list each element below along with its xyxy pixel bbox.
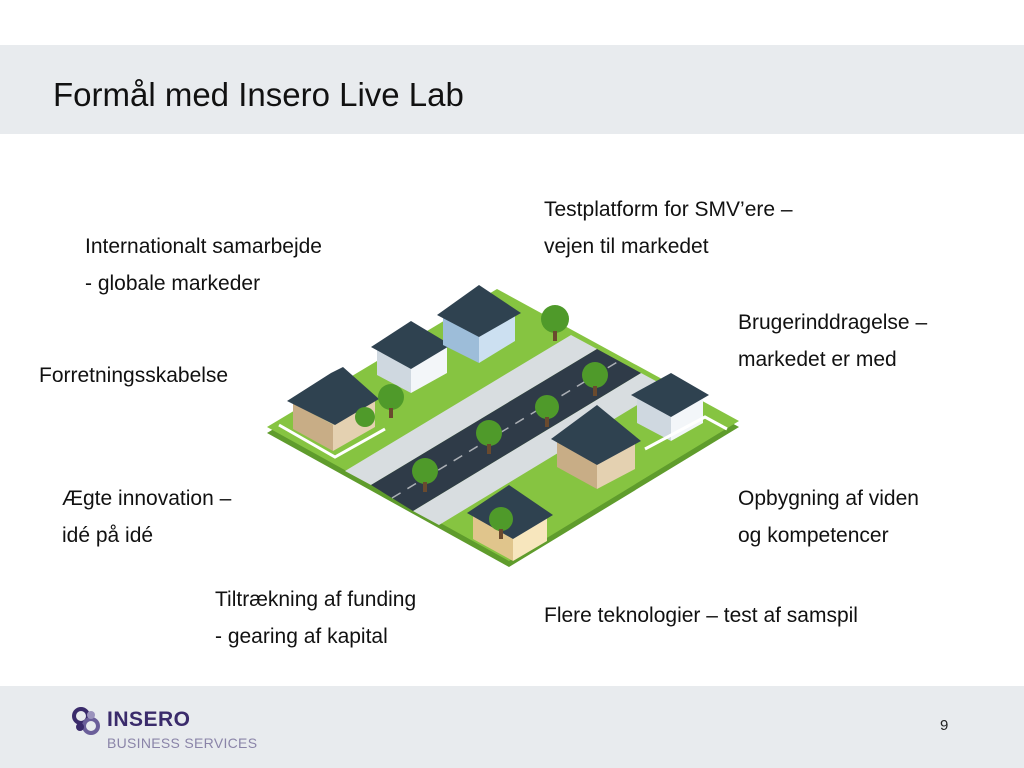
label-viden-line1: Opbygning af viden <box>738 487 919 510</box>
label-international-line2: - globale markeder <box>85 272 261 295</box>
house-5 <box>551 405 641 489</box>
label-teknologier-line1: Flere teknologier – test af samspil <box>544 604 858 627</box>
label-testplatform: Testplatform for SMV’ere – vejen til mar… <box>544 191 793 265</box>
label-bruger-line1: Brugerinddragelse – <box>738 311 928 334</box>
label-innovation: Ægte innovation – idé på idé <box>62 480 231 554</box>
fence-left <box>278 423 386 459</box>
insero-logo: INSERO BUSINESS SERVICES <box>71 706 271 754</box>
label-funding-line2: - gearing af kapital <box>215 625 388 648</box>
house-6 <box>631 373 709 441</box>
label-bruger: Brugerinddragelse – markedet er med <box>738 304 927 378</box>
label-forretning-line1: Forretningsskabelse <box>39 364 229 387</box>
label-forretning: Forretningsskabelse <box>39 357 228 394</box>
logo-subtitle: BUSINESS SERVICES <box>107 735 258 751</box>
sidewalk-left <box>345 335 597 485</box>
insero-knot-icon <box>72 707 100 735</box>
label-viden: Opbygning af viden og kompetencer <box>738 480 919 554</box>
neighborhood-illustration <box>267 285 739 567</box>
house-2 <box>371 321 451 393</box>
label-international-line1: Internationalt samarbejde <box>85 235 322 258</box>
label-innovation-line1: Ægte innovation – <box>62 487 232 510</box>
label-innovation-line2: idé på idé <box>62 524 154 547</box>
house-3 <box>437 285 521 363</box>
label-testplatform-line2: vejen til markedet <box>544 235 709 258</box>
label-international: Internationalt samarbejde - globale mark… <box>85 228 322 302</box>
label-bruger-line2: markedet er med <box>738 348 897 371</box>
page-number: 9 <box>940 717 949 734</box>
label-teknologier: Flere teknologier – test af samspil <box>544 597 858 634</box>
label-funding: Tiltrækning af funding - gearing af kapi… <box>215 581 416 655</box>
label-viden-line2: og kompetencer <box>738 524 889 547</box>
slide-title: Formål med Insero Live Lab <box>53 76 464 113</box>
title-band <box>0 45 1024 134</box>
fence-right <box>644 415 728 451</box>
footer-band <box>0 686 1024 768</box>
logo-name: INSERO <box>107 708 191 731</box>
trees <box>355 305 608 531</box>
label-testplatform-line1: Testplatform for SMV’ere – <box>544 198 793 221</box>
label-funding-line1: Tiltrækning af funding <box>215 588 417 611</box>
